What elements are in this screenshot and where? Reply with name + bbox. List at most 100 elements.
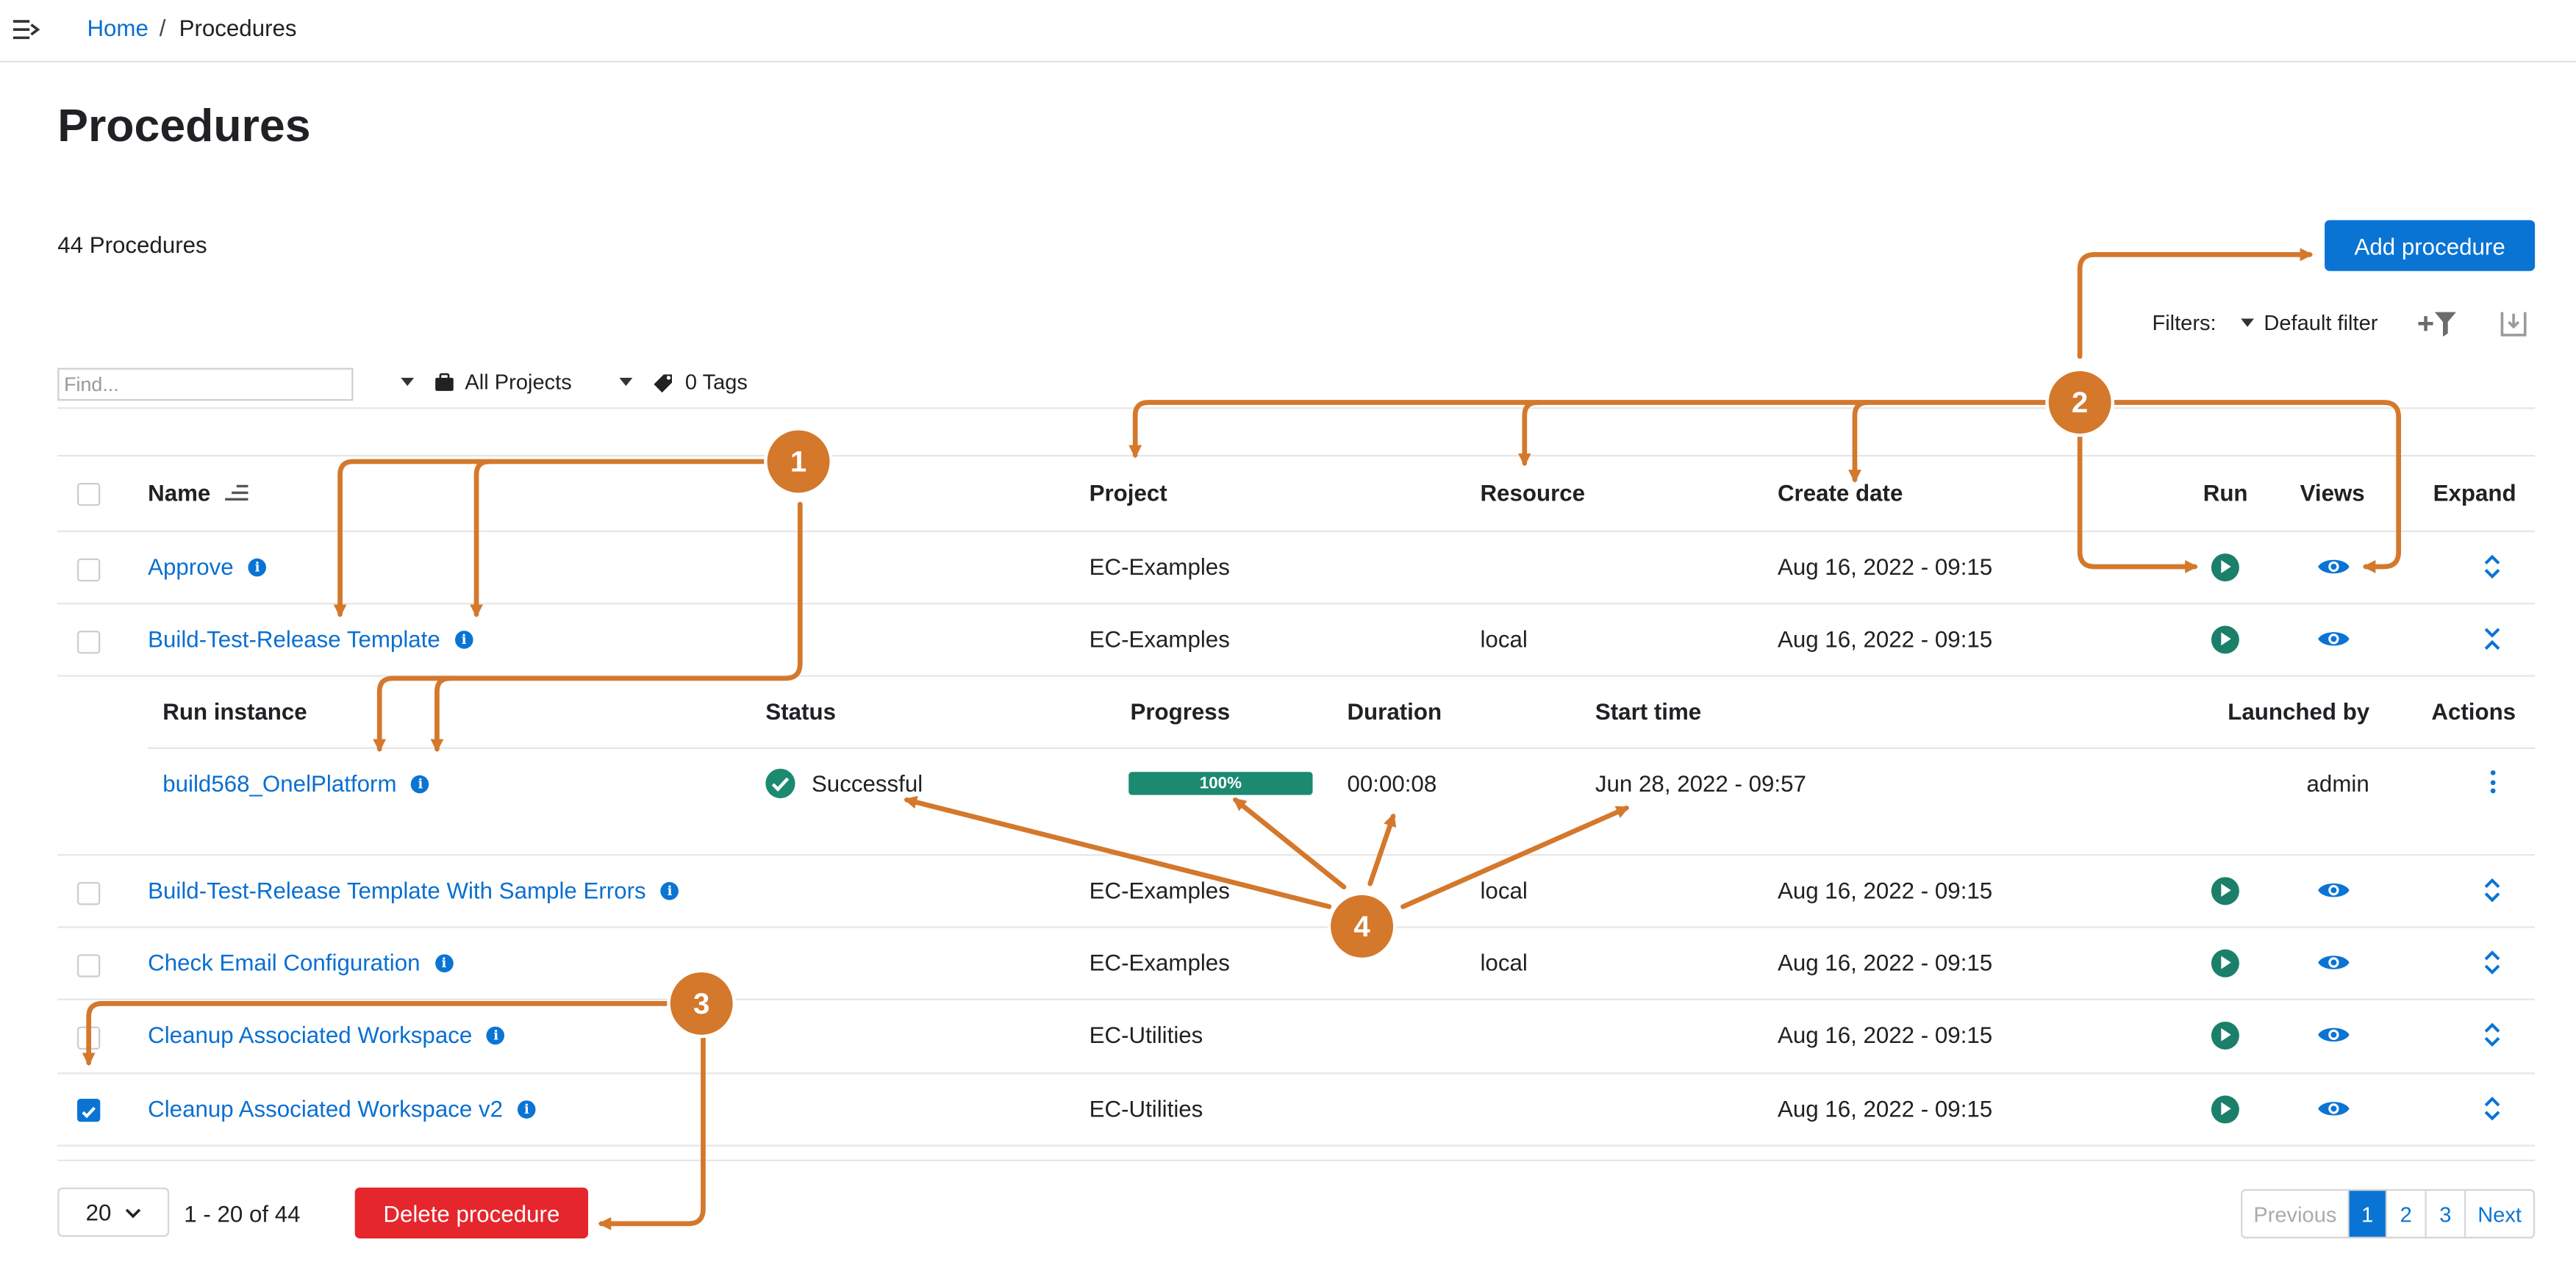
projects-value: All Projects <box>465 369 572 395</box>
create-date-cell: Aug 16, 2022 - 09:15 <box>1777 553 1993 580</box>
sub-column-duration: Duration <box>1347 698 1442 725</box>
run-icon[interactable] <box>2211 625 2239 654</box>
column-expand: Expand <box>2433 479 2516 506</box>
sub-column-run-instance: Run instance <box>162 698 307 725</box>
page-2-button[interactable]: 2 <box>2387 1191 2427 1237</box>
row-checkbox-checked[interactable] <box>77 1099 101 1122</box>
page-title: Procedures <box>57 100 311 151</box>
column-create-date[interactable]: Create date <box>1777 479 1903 506</box>
create-date-cell: Aug 16, 2022 - 09:15 <box>1777 1021 1993 1048</box>
projects-select[interactable]: All Projects <box>401 369 572 395</box>
sub-column-progress: Progress <box>1130 698 1231 725</box>
filters-label: Filters: <box>2152 310 2217 335</box>
info-icon[interactable]: i <box>660 881 679 900</box>
table-row-name: Check Email Configuration i <box>148 949 454 976</box>
add-filter-icon[interactable] <box>2416 309 2459 338</box>
sub-column-start-time: Start time <box>1595 698 1702 725</box>
menu-toggle-icon[interactable] <box>12 16 41 43</box>
table-row-name: Cleanup Associated Workspace i <box>148 1022 505 1048</box>
table-row-name: Build-Test-Release Template With Sample … <box>148 877 679 903</box>
project-cell: EC-Utilities <box>1089 1021 1203 1048</box>
row-checkbox[interactable] <box>77 558 101 582</box>
next-page-button[interactable]: Next <box>2477 1201 2522 1227</box>
tags-select[interactable]: 0 Tags <box>619 369 748 395</box>
chevron-down-icon <box>125 1208 140 1218</box>
chevron-down-icon <box>2241 318 2255 327</box>
find-input[interactable]: Find... <box>57 367 354 401</box>
page-3-button[interactable]: 3 <box>2427 1191 2466 1237</box>
procedure-link[interactable]: Build-Test-Release Template <box>148 625 440 653</box>
eye-icon[interactable] <box>2316 1097 2351 1120</box>
expand-icon[interactable] <box>2480 1094 2503 1123</box>
sub-column-actions: Actions <box>2431 698 2516 725</box>
divider <box>57 1144 2536 1147</box>
info-icon[interactable]: i <box>248 557 267 576</box>
expand-icon[interactable] <box>2480 1020 2503 1050</box>
run-icon[interactable] <box>2211 949 2239 978</box>
run-instance-cell: build568_OnelPlatform i <box>162 770 430 797</box>
page-size-select[interactable]: 20 <box>57 1187 170 1237</box>
row-checkbox[interactable] <box>77 954 101 978</box>
table-row-name: Cleanup Associated Workspace v2 i <box>148 1096 536 1122</box>
procedure-link[interactable]: Check Email Configuration <box>148 949 421 976</box>
more-actions-icon[interactable] <box>2489 770 2496 797</box>
run-instance-link[interactable]: build568_OnelPlatform <box>162 770 397 797</box>
info-icon[interactable]: i <box>434 953 454 972</box>
divider <box>57 854 2536 856</box>
project-cell: EC-Examples <box>1089 553 1230 580</box>
run-icon[interactable] <box>2211 553 2239 582</box>
procedure-link[interactable]: Approve <box>148 553 234 580</box>
launched-by-cell: admin <box>2306 770 2369 797</box>
eye-icon[interactable] <box>2316 879 2351 902</box>
tags-value: 0 Tags <box>684 369 748 395</box>
row-checkbox[interactable] <box>77 631 101 654</box>
expand-icon[interactable] <box>2480 947 2503 977</box>
collapse-icon[interactable] <box>2480 624 2503 653</box>
delete-procedure-button[interactable]: Delete procedure <box>354 1187 589 1238</box>
expand-icon[interactable] <box>2480 875 2503 905</box>
column-name-label: Name <box>148 479 211 506</box>
eye-icon[interactable] <box>2316 555 2351 578</box>
run-icon[interactable] <box>2211 1095 2239 1124</box>
column-name[interactable]: Name <box>148 480 250 506</box>
add-procedure-button[interactable]: Add procedure <box>2325 220 2536 271</box>
info-icon[interactable]: i <box>454 630 473 648</box>
divider <box>57 675 2536 677</box>
sort-icon[interactable] <box>223 483 250 503</box>
chevron-down-icon <box>401 377 415 387</box>
filter-select[interactable]: Default filter <box>2241 310 2378 335</box>
row-checkbox[interactable] <box>77 882 101 906</box>
run-icon[interactable] <box>2211 1021 2239 1050</box>
project-cell: EC-Examples <box>1089 949 1230 976</box>
chevron-down-icon <box>619 377 633 387</box>
start-time-cell: Jun 28, 2022 - 09:57 <box>1595 770 1806 797</box>
column-project[interactable]: Project <box>1089 479 1167 506</box>
eye-icon[interactable] <box>2316 628 2351 650</box>
divider <box>57 1072 2536 1075</box>
info-icon[interactable]: i <box>518 1100 536 1118</box>
procedure-link[interactable]: Cleanup Associated Workspace v2 <box>148 1095 504 1122</box>
page-1-button[interactable]: 1 <box>2349 1191 2388 1237</box>
breadcrumb-home[interactable]: Home <box>87 15 149 41</box>
breadcrumb-separator: / <box>159 15 166 41</box>
eye-icon[interactable] <box>2316 1023 2351 1046</box>
breadcrumb-current: Procedures <box>179 15 297 41</box>
divider <box>57 407 2536 409</box>
column-resource[interactable]: Resource <box>1480 479 1586 506</box>
divider <box>57 455 2536 457</box>
project-cell: EC-Utilities <box>1089 1095 1203 1122</box>
filter-value: Default filter <box>2264 310 2378 335</box>
run-icon[interactable] <box>2211 877 2239 906</box>
annotation-badge-1: 1 <box>767 430 830 493</box>
previous-page-button[interactable]: Previous <box>2242 1191 2350 1237</box>
sub-column-status: Status <box>765 698 837 725</box>
eye-icon[interactable] <box>2316 951 2351 974</box>
procedure-link[interactable]: Build-Test-Release Template With Sample … <box>148 877 646 904</box>
save-filter-icon[interactable] <box>2499 309 2528 338</box>
select-all-checkbox[interactable] <box>77 483 101 506</box>
expand-icon[interactable] <box>2480 552 2503 581</box>
procedure-link[interactable]: Cleanup Associated Workspace <box>148 1021 473 1048</box>
divider <box>57 603 2536 605</box>
